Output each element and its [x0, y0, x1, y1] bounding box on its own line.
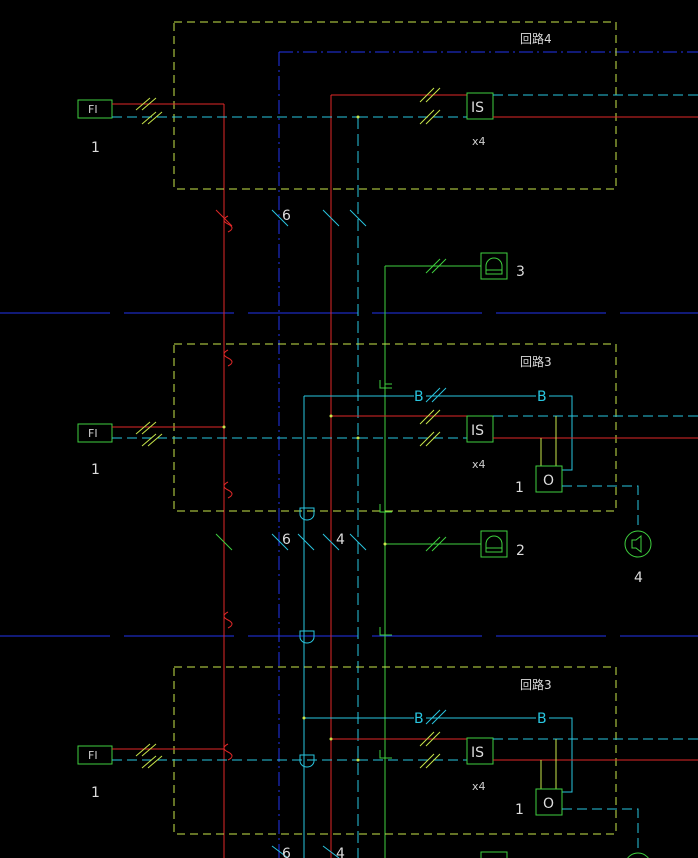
- riser-cross-marks: [215, 209, 367, 858]
- fi-count-3: 1: [91, 785, 100, 801]
- fi-label-1: FI: [88, 103, 98, 116]
- is-count-1: x4: [472, 135, 486, 148]
- bell-2: 2: [383, 530, 525, 559]
- o-count-2: 1: [515, 480, 524, 496]
- red-joint-marks: [223, 215, 233, 761]
- output-module-icon: [535, 788, 563, 816]
- speaker-icon-partial: [627, 852, 649, 858]
- is-count-2: x4: [472, 458, 486, 471]
- bell-count-3: 3: [516, 264, 525, 280]
- fire-indicator-icon: [77, 745, 113, 765]
- speaker-icon: [624, 530, 652, 558]
- riser-count-1: 6: [282, 208, 291, 224]
- b-label-left-2: B: [414, 389, 424, 405]
- section-1: 回路4 FI 1 IS x4: [77, 21, 698, 190]
- isolator-icon: [466, 92, 494, 120]
- output-module-icon: [535, 465, 563, 493]
- speaker-count: 4: [634, 570, 643, 586]
- o-label-3: O: [543, 796, 554, 812]
- riser-count-2a: 6: [282, 532, 291, 548]
- zone-box-1: [173, 21, 617, 190]
- speaker: 4: [624, 530, 652, 586]
- zone-box-3: [173, 666, 617, 835]
- bell-3: 3: [385, 252, 525, 280]
- is-label-2: IS: [471, 423, 484, 439]
- b-label-right-2: B: [537, 389, 547, 405]
- o-label-2: O: [543, 473, 554, 489]
- is-count-3: x4: [472, 780, 486, 793]
- isolator-icon: [466, 415, 494, 443]
- zone-title-3: 回路3: [520, 677, 552, 692]
- zone-title-1: 回路4: [520, 31, 552, 46]
- bell-icon: [480, 252, 508, 280]
- riser-lines: [223, 51, 698, 858]
- riser-count-3b: 4: [336, 846, 345, 858]
- fire-indicator-icon: [77, 423, 113, 443]
- fi-label-3: FI: [88, 749, 98, 762]
- bell-count-2: 2: [516, 543, 525, 559]
- is-label-1: IS: [471, 100, 484, 116]
- isolator-icon: [466, 737, 494, 765]
- b-label-right-3: B: [537, 711, 547, 727]
- is-label-3: IS: [471, 745, 484, 761]
- o-count-3: 1: [515, 802, 524, 818]
- fi-count-1: 1: [91, 140, 100, 156]
- section-2: 回路3 FI 1 B B IS x4 O 1: [77, 343, 698, 530]
- b-label-left-3: B: [414, 711, 424, 727]
- riser-cable-counts: 6 6 4 6 4: [282, 208, 345, 858]
- section-3: 回路3 FI 1 B B IS x4 O 1: [77, 666, 698, 853]
- riser-count-3a: 6: [282, 846, 291, 858]
- floor-lines: [0, 312, 698, 637]
- zone-title-2: 回路3: [520, 354, 552, 369]
- fi-label-2: FI: [88, 427, 98, 440]
- riser-count-2b: 4: [336, 532, 345, 548]
- bell-icon: [480, 530, 508, 558]
- bell-icon-partial: [480, 851, 508, 858]
- fi-count-2: 1: [91, 462, 100, 478]
- fire-indicator-icon: [77, 99, 113, 119]
